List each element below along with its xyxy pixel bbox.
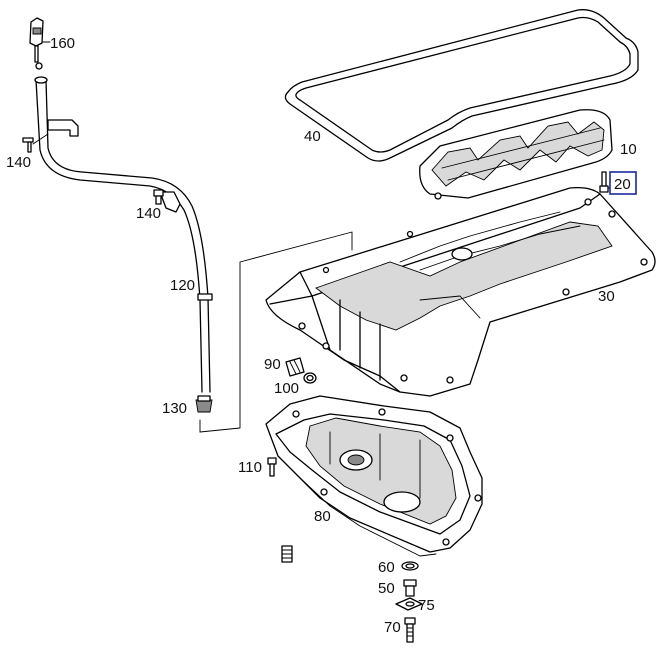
lower-oil-pan-part-80[interactable] — [265, 395, 483, 557]
plug-part-90[interactable] — [285, 357, 305, 377]
drain-plug-part-50[interactable] — [403, 579, 417, 597]
label-20-highlight-box — [609, 171, 637, 195]
label-90[interactable]: 90 — [264, 356, 281, 373]
drain-plug-insert — [281, 545, 293, 563]
dipstick-tube-part-120[interactable] — [34, 76, 213, 393]
label-60[interactable]: 60 — [378, 559, 395, 576]
label-10[interactable]: 10 — [620, 141, 637, 158]
seal-part-130[interactable] — [195, 395, 213, 413]
label-120[interactable]: 120 — [170, 277, 195, 294]
bolt-part-110[interactable] — [267, 457, 277, 477]
label-20[interactable]: 20 — [614, 176, 631, 193]
label-100[interactable]: 100 — [274, 380, 299, 397]
dipstick-cap-part-160[interactable] — [29, 17, 44, 70]
sealing-ring-part-60[interactable] — [401, 561, 419, 571]
baffle-plate-part-10[interactable] — [419, 109, 613, 200]
washer-part-100[interactable] — [303, 372, 317, 384]
label-30[interactable]: 30 — [598, 288, 615, 305]
label-40[interactable]: 40 — [304, 128, 321, 145]
label-70[interactable]: 70 — [384, 619, 401, 636]
label-140-lower[interactable]: 140 — [136, 205, 161, 222]
label-80[interactable]: 80 — [314, 508, 331, 525]
gasket-part-40[interactable] — [284, 9, 639, 162]
label-140-upper[interactable]: 140 — [6, 154, 31, 171]
bolt-part-70[interactable] — [404, 617, 416, 643]
bolt-part-140-lower[interactable] — [153, 189, 164, 205]
upper-oil-pan-part-30[interactable] — [265, 186, 656, 397]
label-160[interactable]: 160 — [50, 35, 75, 52]
bolt-part-140-upper[interactable] — [22, 133, 49, 153]
label-75[interactable]: 75 — [418, 597, 435, 614]
assembly-frame-lines — [199, 231, 353, 433]
drain-cover-part-75[interactable] — [395, 597, 423, 611]
label-130[interactable]: 130 — [162, 400, 187, 417]
label-50[interactable]: 50 — [378, 580, 395, 597]
label-110[interactable]: 110 — [238, 459, 262, 476]
